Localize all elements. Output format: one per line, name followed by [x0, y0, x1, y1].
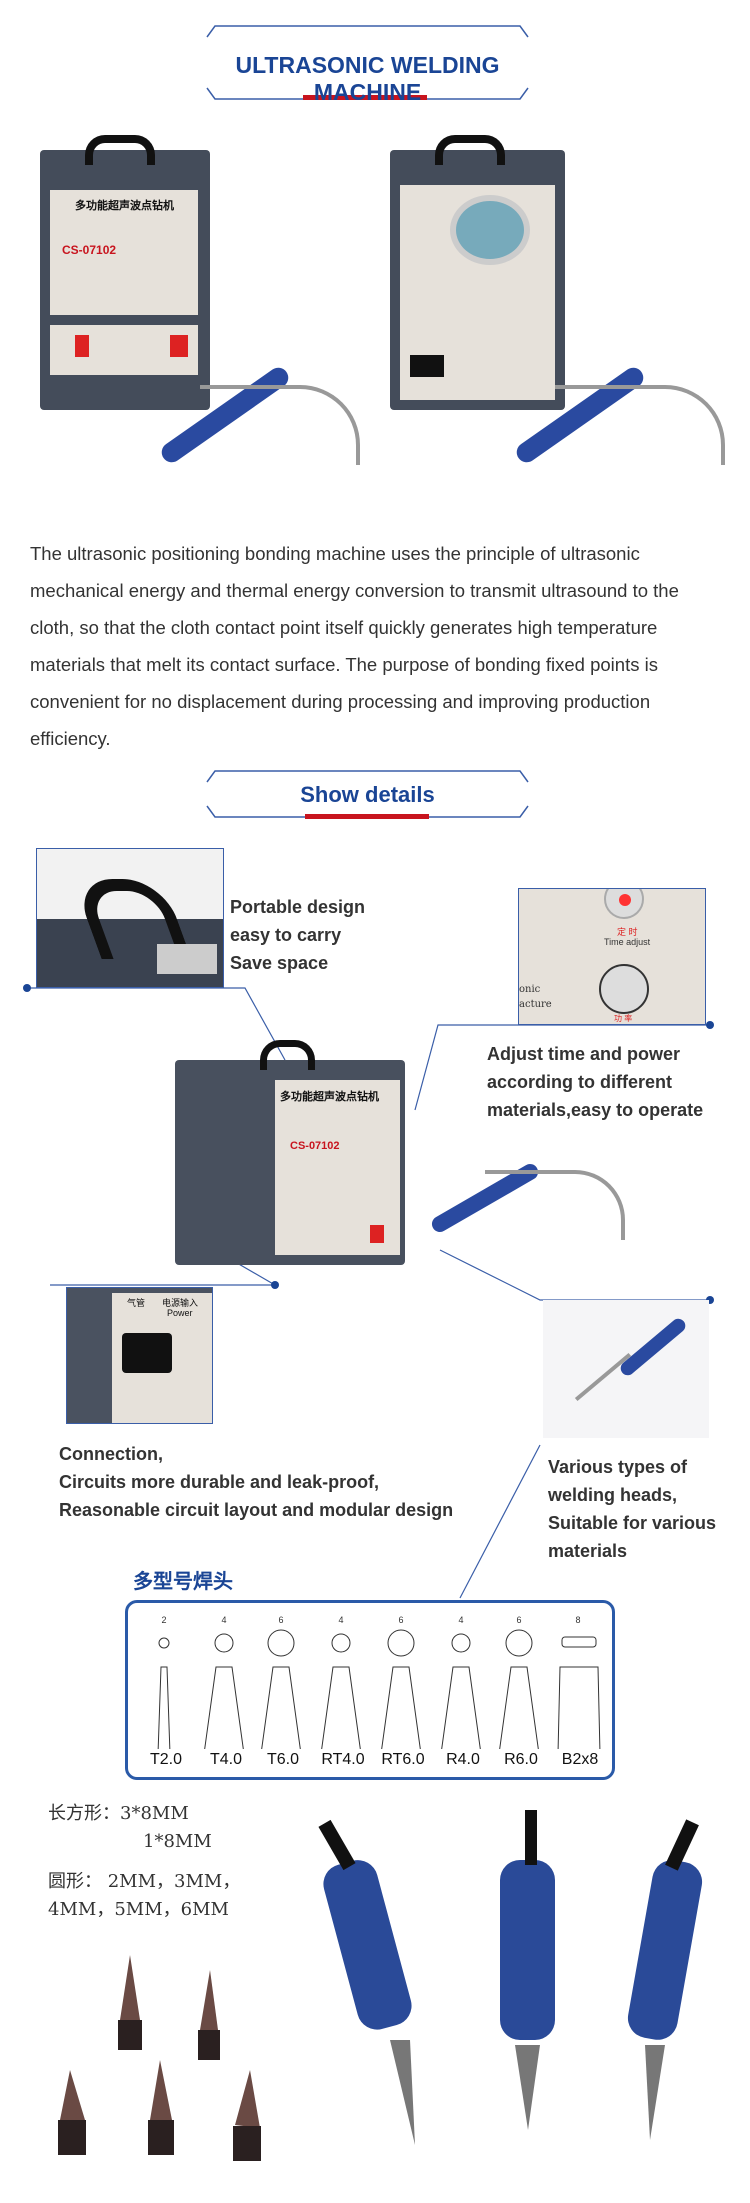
machine-center-photo: 多功能超声波点钻机 CS-07102 — [175, 1040, 635, 1270]
callout-line: materials,easy to operate — [487, 1100, 704, 1120]
weld-head-label: T4.0 — [209, 1751, 242, 1768]
callout-connection: Connection, Circuits more durable and le… — [59, 1440, 453, 1524]
welding-tip-photo — [543, 1300, 709, 1438]
weld-head-drawing: 8 — [557, 1615, 601, 1749]
weld-head-label: RT6.0 — [381, 1751, 425, 1768]
weld-head-drawing: 6 — [499, 1615, 539, 1749]
section-header: Show details — [205, 770, 530, 845]
handle-closeup-photo — [36, 848, 224, 988]
weld-head-drawing: 4 — [441, 1615, 481, 1749]
machine-back-photo — [385, 135, 730, 505]
handpieces-photo — [318, 1810, 703, 2145]
callout-line: Connection, — [59, 1444, 163, 1464]
callout-line: Circuits more durable and leak-proof, — [59, 1472, 380, 1492]
weld-head-dim: 6 — [278, 1615, 283, 1625]
callout-line: welding heads, — [548, 1485, 678, 1505]
weld-head-label: B2x8 — [561, 1751, 599, 1768]
weld-head-label: R4.0 — [446, 1751, 480, 1768]
weld-head-dim: 4 — [458, 1615, 463, 1625]
round-value: 4MM，5MM，6MM — [48, 1899, 229, 1920]
power-in-label-en: Power — [167, 1308, 193, 1318]
machine-front-photo: 多功能超声波点钻机 CS-07102 — [30, 135, 360, 505]
machine-label: 多功能超声波点钻机 — [75, 200, 174, 212]
weld-head-dim: 6 — [398, 1615, 403, 1625]
panel-text: acture — [519, 999, 552, 1010]
round-spec: 圆形： 2MM，3MM， 4MM，5MM，6MM — [48, 1868, 240, 1924]
callout-line: Reasonable circuit layout and modular de… — [59, 1500, 454, 1520]
section-title: Show details — [300, 782, 435, 807]
weld-heads-title: 多型号焊头 — [133, 1571, 233, 1593]
model-label: CS-07102 — [62, 243, 117, 257]
header-frame — [206, 770, 529, 819]
callout-adjust: Adjust time and power according to diffe… — [487, 1040, 703, 1124]
weld-head-drawing: 2 — [157, 1615, 171, 1749]
weld-head-label: RT4.0 — [321, 1751, 365, 1768]
intro-paragraph: The ultrasonic positioning bonding machi… — [30, 543, 679, 749]
callout-line: materials — [548, 1541, 628, 1561]
callout-line: Various types of — [548, 1457, 688, 1477]
air-label: 气管 — [127, 1298, 146, 1308]
weld-head-drawing: 6 — [261, 1615, 301, 1749]
callout-line: easy to carry — [230, 925, 342, 945]
power-label-cn: 功 率 — [614, 1014, 633, 1023]
rect-value: 1*8MM — [143, 1831, 212, 1852]
power-connection-photo: 气管 电源输入 Power — [66, 1287, 213, 1424]
round-value: 2MM，3MM， — [107, 1871, 241, 1892]
weld-head-dim: 8 — [575, 1615, 580, 1625]
weld-head-label: R6.0 — [504, 1751, 538, 1768]
model-label: CS-07102 — [290, 1140, 340, 1152]
panel-text: onic — [519, 984, 541, 995]
weld-head-dim: 6 — [516, 1615, 521, 1625]
weld-head-dim: 4 — [221, 1615, 226, 1625]
header-frame — [206, 25, 529, 100]
callout-line: according to different — [487, 1072, 673, 1092]
weld-head-label: T2.0 — [149, 1751, 182, 1768]
callout-welding-heads: Various types of welding heads, Suitable… — [548, 1453, 716, 1565]
weld-head-drawing: 6 — [381, 1615, 421, 1749]
power-in-label-cn: 电源输入 — [162, 1298, 199, 1308]
weld-head-drawing: 4 — [321, 1615, 361, 1749]
callout-portable: Portable design easy to carry Save space — [230, 893, 365, 977]
welding-tips-photo — [58, 1955, 261, 2161]
callout-line: Suitable for various — [548, 1513, 717, 1533]
timer-label-en: Time adjust — [604, 937, 651, 947]
round-label: 圆形： — [48, 1871, 102, 1892]
callout-line: Save space — [230, 953, 329, 973]
weld-head-dim: 4 — [338, 1615, 343, 1625]
weld-head-label: T6.0 — [266, 1751, 299, 1768]
weld-head-drawing: 4 — [204, 1615, 244, 1749]
page-title: ULTRASONIC WELDING MACHINE — [235, 52, 500, 105]
machine-label: 多功能超声波点钻机 — [280, 1091, 379, 1103]
section-header: ULTRASONIC WELDING MACHINE — [205, 25, 530, 105]
timer-label-cn: 定 时 — [617, 927, 638, 937]
control-dial-photo: 定 时 Time adjust onic acture 功 率 — [518, 888, 706, 1025]
weld-head-dim: 2 — [161, 1615, 166, 1625]
callout-line: Portable design — [230, 897, 366, 917]
rect-value: 3*8MM — [120, 1803, 189, 1824]
rect-spec: 长方形：3*8MM 1*8MM — [48, 1800, 212, 1856]
callout-line: Adjust time and power — [487, 1044, 681, 1064]
rect-label: 长方形： — [48, 1803, 120, 1824]
